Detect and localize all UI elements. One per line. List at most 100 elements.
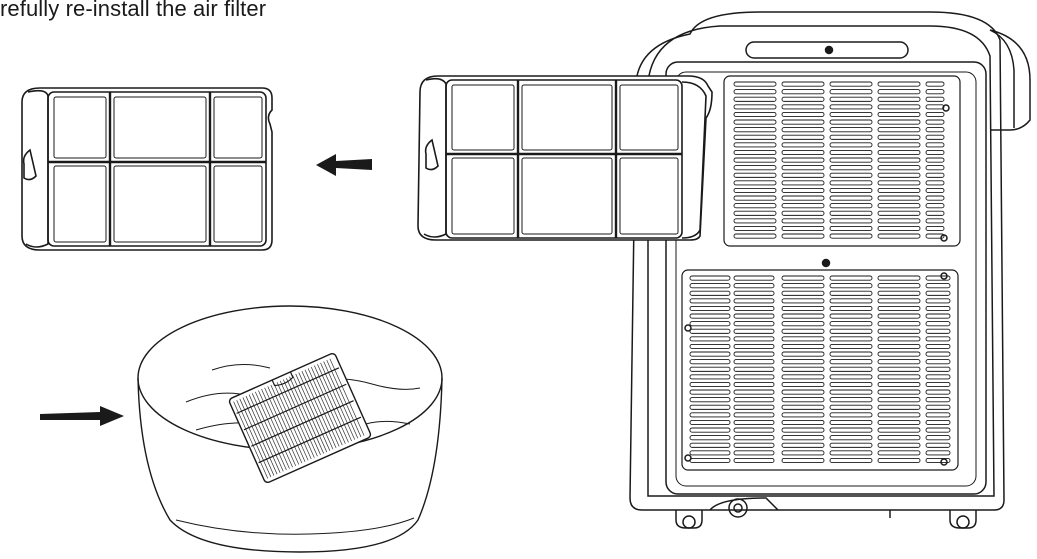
grille-slat (782, 443, 824, 447)
grille-slat (926, 458, 950, 462)
mesh-line (274, 384, 308, 461)
grille-slat (830, 112, 872, 116)
grille-slat (690, 367, 730, 371)
grille-slat (690, 352, 730, 356)
grille-slat (734, 352, 774, 356)
grille-slat (878, 443, 920, 447)
grille-slat (926, 329, 950, 333)
grille-slat (830, 390, 872, 394)
grille-slat (830, 166, 872, 170)
filter-mesh (232, 357, 368, 479)
grille-slat (734, 420, 774, 424)
grille-slat (926, 451, 950, 455)
grille-slat (926, 97, 944, 101)
grille-slat (926, 204, 944, 208)
grille-slat (734, 306, 774, 310)
grille-slat (878, 234, 920, 238)
grille-slat (782, 299, 824, 303)
grille-slat (734, 405, 774, 409)
grille-slat (830, 196, 872, 200)
grille-slat (830, 443, 872, 447)
mesh-line (240, 399, 274, 476)
grille-slat (926, 314, 950, 318)
right-arrow-icon (40, 406, 124, 426)
grille-slat (734, 97, 776, 101)
grille-slat (878, 314, 920, 318)
grille-slat (878, 398, 920, 402)
grille-slat (782, 413, 824, 417)
grille-slat (734, 204, 776, 208)
grille-slat (830, 337, 872, 341)
mesh-line (268, 386, 302, 463)
grille-slat (782, 405, 824, 409)
grille-slat (690, 299, 730, 303)
grille-slat (926, 219, 944, 223)
grille-slat (734, 105, 776, 109)
grille-slat (782, 82, 824, 86)
grille-slat (830, 352, 872, 356)
grille-slat (690, 443, 730, 447)
grille-slat (830, 405, 872, 409)
mesh-line (286, 378, 320, 455)
grille-slat (734, 375, 774, 379)
grille-slat (878, 150, 920, 154)
ac-upper-grille (734, 82, 944, 238)
grille-slat (878, 352, 920, 356)
grille-slat (830, 344, 872, 348)
grille-slat (782, 436, 824, 440)
grille-slat (690, 322, 730, 326)
mesh-line (302, 371, 336, 448)
grille-slat (690, 390, 730, 394)
grille-slat (690, 413, 730, 417)
grille-slat (734, 226, 776, 230)
grille-slat (926, 398, 950, 402)
air-filter-removed (22, 88, 272, 250)
grille-slat (734, 90, 776, 94)
grille-slat (926, 443, 950, 447)
grille-slat (830, 211, 872, 215)
grille-slat (734, 150, 776, 154)
grille-slat (926, 181, 944, 185)
grille-slat (878, 211, 920, 215)
grille-slat (926, 284, 950, 288)
mesh-line (234, 402, 268, 479)
grille-slat (830, 135, 872, 139)
grille-slat (782, 166, 824, 170)
grille-slat (926, 360, 950, 364)
grille-slat (782, 360, 824, 364)
grille-slat (782, 226, 824, 230)
grille-slat (878, 344, 920, 348)
instruction-caption: refully re-install the air filter (0, 0, 267, 21)
grille-slat (926, 291, 950, 295)
grille-slat (734, 382, 774, 386)
grille-slat (734, 196, 776, 200)
grille-slat (830, 451, 872, 455)
grille-slat (690, 451, 730, 455)
grille-slat (830, 105, 872, 109)
mesh-line (265, 388, 299, 465)
grille-slat (878, 436, 920, 440)
grille-slat (878, 405, 920, 409)
grille-slat (926, 188, 944, 192)
grille-slat (926, 367, 950, 371)
grille-slat (734, 166, 776, 170)
grille-slat (878, 367, 920, 371)
grille-slat (734, 458, 774, 462)
grille-slat (734, 367, 774, 371)
grille-slat (690, 382, 730, 386)
grille-slat (782, 150, 824, 154)
grille-slat (734, 211, 776, 215)
grille-slat (734, 390, 774, 394)
grille-slat (926, 390, 950, 394)
mesh-line (305, 370, 339, 447)
grille-slat (878, 188, 920, 192)
grille-slat (734, 128, 776, 132)
grille-slat (782, 188, 824, 192)
grille-slat (878, 284, 920, 288)
grille-slat (782, 344, 824, 348)
mesh-line (330, 359, 364, 436)
grille-slat (878, 329, 920, 333)
grille-slat (830, 284, 872, 288)
grille-slat (878, 375, 920, 379)
